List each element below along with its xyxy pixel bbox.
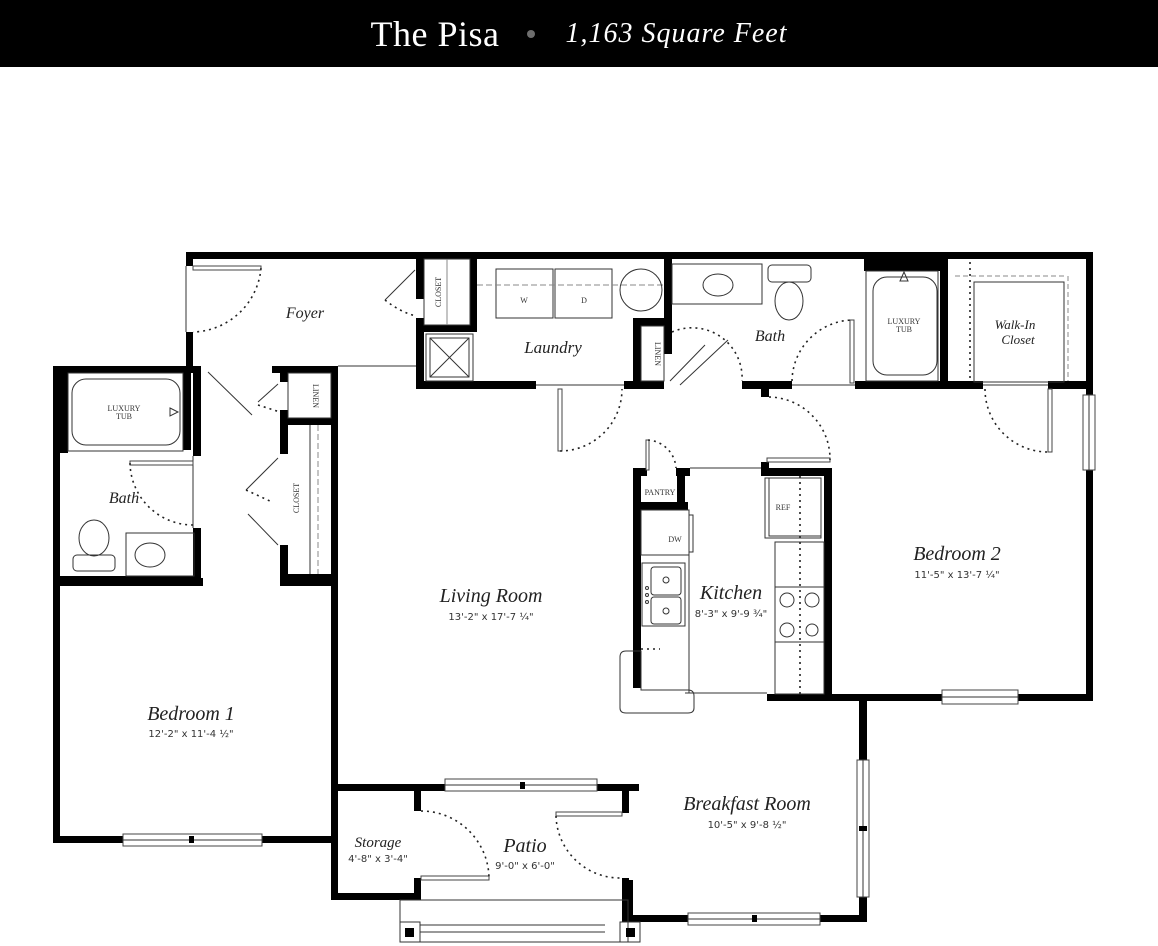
dim-bedroom-1: 12'-2" x 11'-4 ½"	[148, 728, 233, 740]
label-breakfast-room: Breakfast Room	[683, 793, 811, 815]
label-luxury-tub-bath2-2: TUB	[116, 412, 132, 421]
label-luxury-tub-master-1: LUXURY	[888, 317, 921, 326]
label-master-bath: Bath	[755, 328, 785, 345]
label-living-room: Living Room	[439, 585, 543, 607]
label-luxury-tub-master-2: TUB	[896, 325, 912, 334]
windows	[122, 394, 1096, 926]
label-laundry: Laundry	[523, 338, 582, 357]
label-foyer-closet: CLOSET	[434, 277, 443, 307]
label-hall-linen: LINEN	[311, 384, 320, 408]
label-pantry: PANTRY	[645, 488, 676, 497]
fixtures	[67, 258, 1069, 714]
doors	[129, 265, 1053, 881]
dim-storage: 4'-8" x 3'-4"	[348, 854, 408, 865]
label-washer: W	[520, 296, 528, 305]
label-refrigerator: REF	[776, 503, 791, 512]
bullet-separator-icon	[527, 29, 536, 38]
label-bedroom-1: Bedroom 1	[147, 703, 235, 725]
label-dryer: D	[581, 296, 587, 305]
dim-living-room: 13'-2" x 17'-7 ¼"	[448, 611, 533, 623]
dim-patio: 9'-0" x 6'-0"	[495, 861, 555, 872]
label-foyer: Foyer	[285, 305, 325, 322]
plan-header: The Pisa 1,163 Square Feet	[0, 0, 1158, 67]
square-footage: 1,163 Square Feet	[565, 17, 788, 49]
room-labels: Foyer Laundry Bath Walk-In Closet Bath L…	[109, 305, 1035, 872]
plan-title: The Pisa	[370, 13, 500, 54]
label-storage: Storage	[355, 835, 402, 851]
label-patio: Patio	[502, 835, 546, 857]
label-dishwasher: DW	[668, 535, 682, 544]
label-walk-in-closet-1: Walk-In	[995, 317, 1036, 332]
dim-breakfast-room: 10'-5" x 9'-8 ½"	[708, 819, 787, 831]
label-hall-closet: CLOSET	[292, 483, 301, 513]
dim-kitchen: 8'-3" x 9'-9 ¾"	[695, 609, 768, 620]
label-bath-linen: LINEN	[653, 342, 662, 366]
label-walk-in-closet-2: Closet	[1001, 332, 1035, 347]
label-kitchen: Kitchen	[699, 582, 762, 604]
label-bath-2: Bath	[109, 490, 139, 507]
thin-lines	[185, 266, 1048, 943]
exterior-walls	[53, 252, 1093, 922]
label-bedroom-2: Bedroom 2	[913, 543, 1001, 565]
dim-bedroom-2: 11'-5" x 13'-7 ¼"	[914, 569, 999, 581]
label-luxury-tub-bath2-1: LUXURY	[108, 404, 141, 413]
fixture-labels: CLOSET W D LINEN LUXURY TUB LUXURY TUB L…	[108, 277, 921, 544]
